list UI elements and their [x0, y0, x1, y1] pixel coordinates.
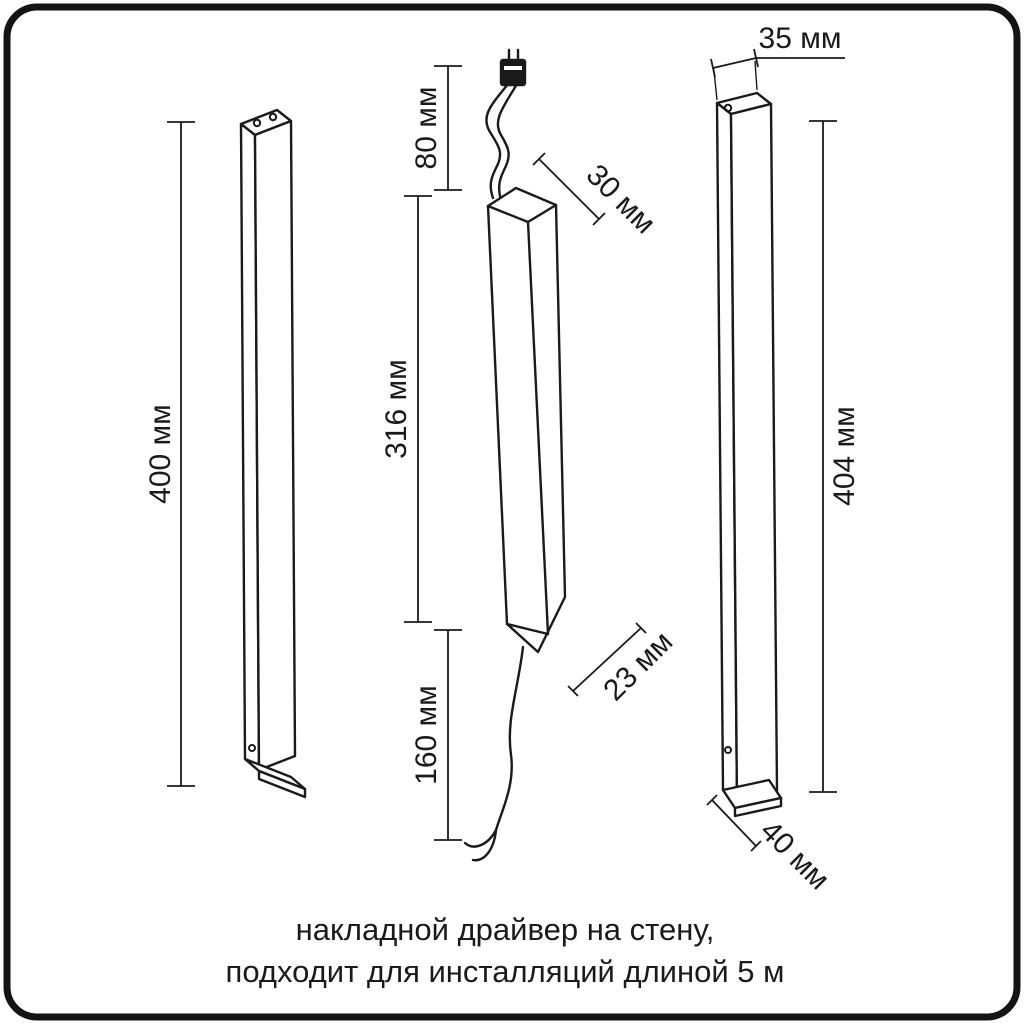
- driver-body-front-edge: [526, 220, 550, 636]
- dimension-40mm: 40 мм: [706, 794, 836, 896]
- dimension-line: [572, 627, 642, 692]
- dimension-tick: [567, 685, 579, 697]
- caption-block: накладной драйвер на стену, подходит для…: [226, 912, 785, 989]
- dimension-316mm: 316 мм: [380, 195, 432, 623]
- dimension-label-right-bar-length: 404 мм: [828, 406, 861, 506]
- dimension-tick: [635, 622, 647, 634]
- driver-drawing: [463, 48, 567, 862]
- image-border: [3, 3, 1021, 1021]
- dimension-tick: [592, 212, 606, 226]
- right-fixture-drawing: [715, 91, 783, 818]
- caption-line-2: подходит для инсталляций длиной 5 м: [226, 954, 785, 989]
- dimension-label-left-bar-length: 400 мм: [144, 404, 177, 504]
- dimension-label-driver-length: 316 мм: [380, 359, 413, 459]
- dimension-400mm: 400 мм: [144, 121, 195, 787]
- dimension-tick: [706, 794, 718, 806]
- right-bar-wide-face: [729, 102, 779, 803]
- dimension-tick: [710, 58, 716, 78]
- dimension-35mm: 35 мм: [710, 22, 845, 101]
- dimension-label-driver-width: 23 мм: [597, 625, 679, 707]
- left-bar-wide-face: [253, 119, 297, 772]
- screw-hole: [248, 744, 256, 752]
- dimension-line: [712, 57, 757, 69]
- bottom-wire-lead: [471, 828, 498, 862]
- driver-body: [486, 186, 567, 654]
- driver-connector: [499, 58, 527, 87]
- screw-hole: [723, 103, 733, 113]
- screw-hole: [268, 112, 278, 122]
- screw-hole: [724, 746, 732, 754]
- dimension-80mm: 80 мм: [410, 65, 462, 191]
- dimension-line: [711, 799, 757, 847]
- driver-body-bottom-edge: [505, 622, 550, 636]
- bottom-wire: [494, 645, 525, 832]
- dimension-404mm: 404 мм: [809, 120, 861, 793]
- dimension-tick: [532, 152, 546, 166]
- bottom-wire-lead: [463, 828, 498, 848]
- connector-stripe: [504, 66, 522, 70]
- left-bar-foot-edge: [257, 769, 307, 799]
- dimension-label-right-bar-width: 35 мм: [759, 22, 842, 55]
- top-wire: [485, 82, 510, 200]
- caption-line-1: накладной драйвер на стену,: [296, 912, 715, 947]
- screw-hole: [252, 118, 262, 128]
- dimension-tick: [750, 840, 762, 852]
- left-fixture-drawing: [239, 108, 307, 799]
- dimension-23mm: 23 мм: [567, 622, 679, 707]
- dimension-label-wire-top: 80 мм: [410, 87, 443, 170]
- dimension-160mm: 160 мм: [410, 629, 462, 841]
- dimension-line: [538, 158, 600, 220]
- right-bar-foot-edge: [733, 796, 783, 818]
- top-wire: [496, 82, 519, 202]
- dimension-label-right-bar-base: 40 мм: [754, 814, 836, 896]
- dimension-label-wire-bottom: 160 мм: [410, 685, 443, 785]
- extension-line: [754, 60, 758, 91]
- dimension-label-driver-depth: 30 мм: [580, 158, 662, 240]
